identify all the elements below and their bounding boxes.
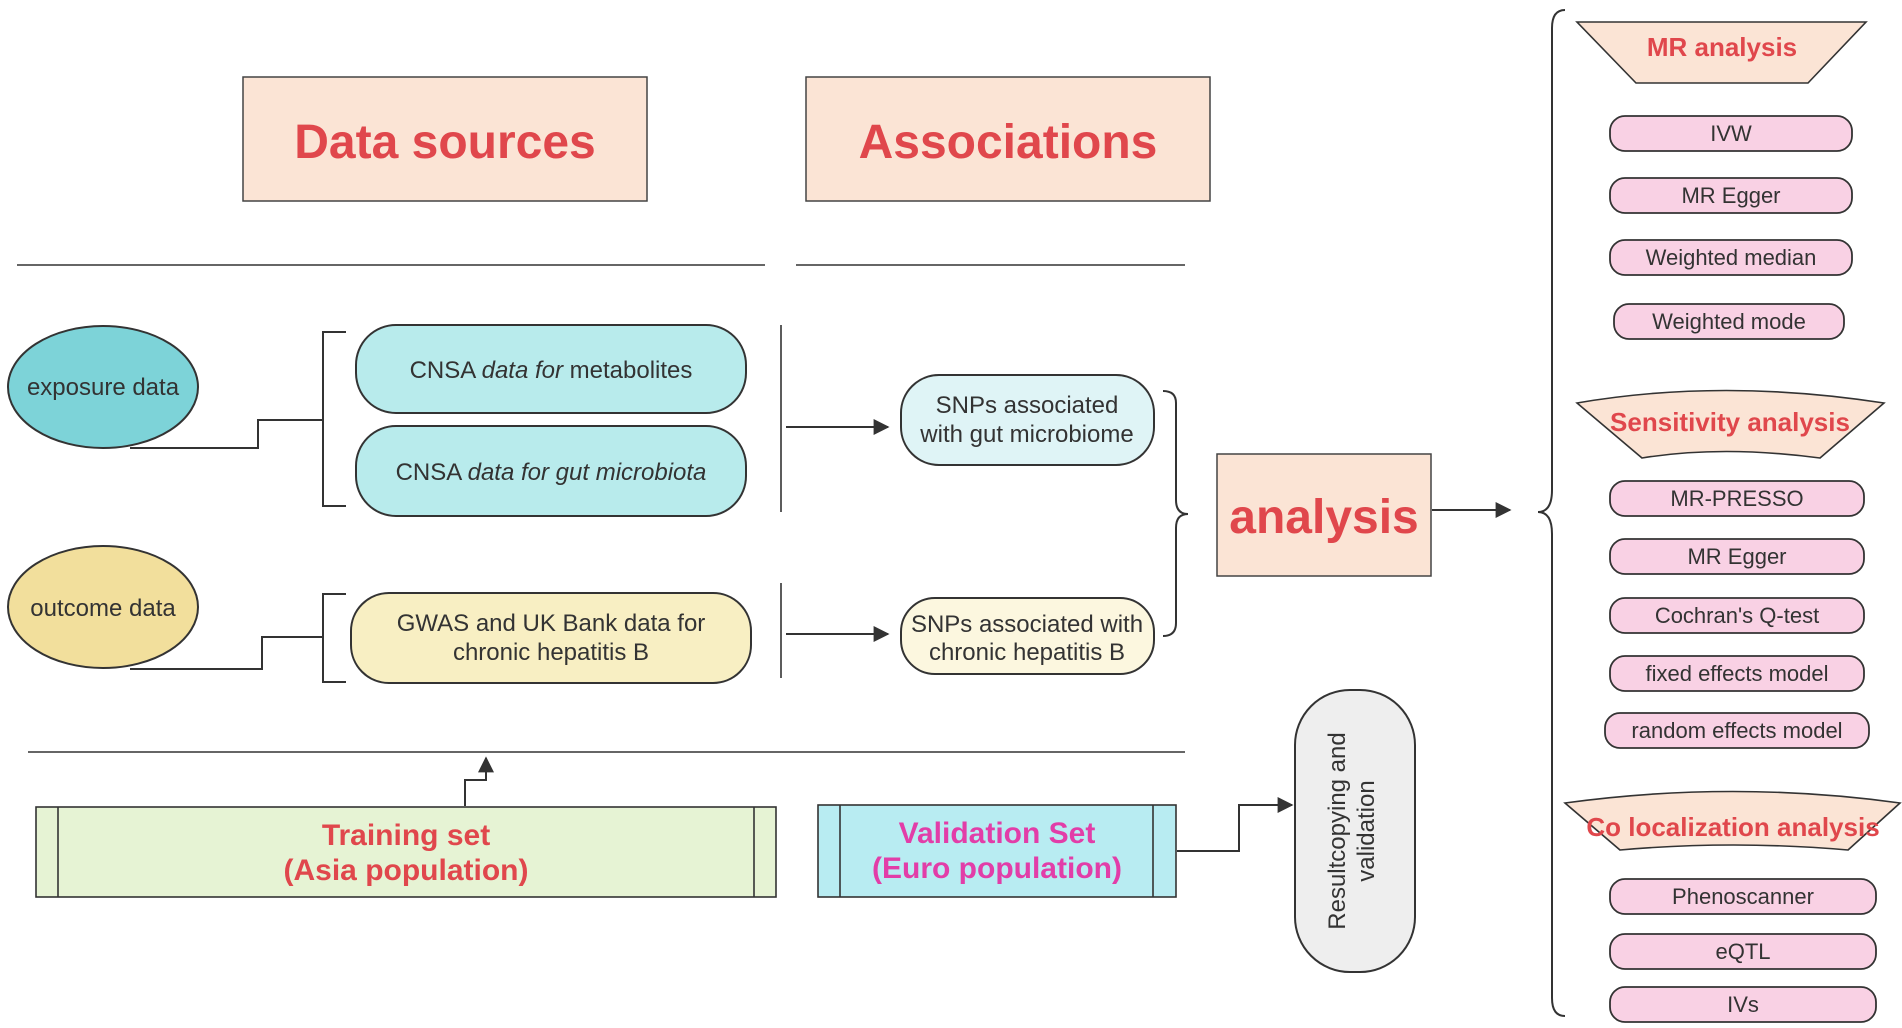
snps-hep-line2: chronic hepatitis B	[929, 639, 1125, 666]
snps-brace	[1162, 390, 1189, 637]
svg-text:CNSA data for gut microbiota: CNSA data for gut microbiota	[396, 459, 707, 486]
validation-set-title: Validation Set	[899, 817, 1096, 850]
svg-text:Phenoscanner: Phenoscanner	[1672, 884, 1814, 909]
snps-gut-line2: with gut microbiome	[919, 421, 1133, 448]
mr-ivw-pill: IVW	[1609, 115, 1853, 152]
svg-text:outcome data: outcome data	[30, 595, 176, 622]
gut-microbiota-source-box: CNSA data for gut microbiota	[355, 425, 747, 517]
outcome-connector	[130, 636, 323, 670]
svg-text:eQTL: eQTL	[1715, 939, 1770, 964]
svg-text:Weighted median: Weighted median	[1646, 245, 1817, 270]
training-set-title: Training set	[322, 819, 490, 852]
associations-header: Associations	[805, 76, 1211, 202]
sens-mr-egger-pill: MR Egger	[1609, 538, 1865, 575]
sens-mr-presso-pill: MR-PRESSO	[1609, 480, 1865, 517]
svg-text:MR Egger: MR Egger	[1687, 544, 1786, 569]
sens-fixed-effects-pill: fixed effects model	[1609, 655, 1865, 692]
result-validation-line2: validation	[1353, 780, 1380, 881]
exposure-connector	[130, 419, 323, 449]
result-validation-line1: Resultcopying and	[1324, 732, 1351, 929]
exposure-data-node: exposure data	[7, 325, 199, 449]
svg-text:IVs: IVs	[1727, 992, 1759, 1017]
outcome-bracket	[322, 593, 346, 683]
analysis-box: analysis	[1216, 453, 1432, 577]
metabolites-prefix: CNSA	[410, 357, 482, 384]
snps-gut-box: SNPs associated with gut microbiome	[900, 374, 1155, 466]
snps-hep-box: SNPs associated with chronic hepatitis B	[900, 597, 1155, 675]
validation-arrow	[1177, 797, 1294, 852]
sens-cochran-pill: Cochran's Q-test	[1609, 597, 1865, 634]
colocalization-analysis-header: Co localization analysis	[1563, 790, 1902, 851]
snps-hep-line1: SNPs associated with	[911, 611, 1143, 638]
exposure-bracket	[322, 331, 346, 507]
validation-set-subtitle: (Euro population)	[872, 852, 1122, 885]
gut-prefix: CNSA	[396, 459, 468, 486]
coloc-phenoscanner-pill: Phenoscanner	[1609, 878, 1877, 915]
associations-title: Associations	[859, 116, 1158, 169]
result-validation-box: Resultcopying and validation	[1294, 689, 1416, 973]
svg-text:exposure data: exposure data	[27, 374, 180, 401]
data-sources-title: Data sources	[294, 116, 595, 169]
data-sources-header: Data sources	[242, 76, 648, 202]
gwas-source-box: GWAS and UK Bank data for chronic hepati…	[350, 592, 752, 684]
coloc-eqtl-pill: eQTL	[1609, 933, 1877, 970]
gwas-line2: chronic hepatitis B	[453, 639, 649, 666]
svg-text:MR-PRESSO: MR-PRESSO	[1670, 486, 1803, 511]
metabolites-suffix: metabolites	[563, 357, 692, 384]
colocalization-analysis-title: Co localization analysis	[1586, 812, 1879, 842]
svg-text:Cochran's Q-test: Cochran's Q-test	[1655, 603, 1819, 628]
mr-egger-pill: MR Egger	[1609, 177, 1853, 214]
mr-analysis-title: MR analysis	[1647, 32, 1797, 62]
metabolites-source-box: CNSA data for metabolites	[355, 324, 747, 414]
training-up-arrow	[464, 756, 494, 806]
svg-text:CNSA data for metabolites: CNSA data for metabolites	[410, 357, 693, 384]
mr-analysis-header: MR analysis	[1575, 21, 1868, 84]
gut-italic: data for gut microbiota	[468, 459, 707, 486]
methods-brace	[1537, 9, 1566, 1017]
svg-text:fixed effects model: fixed effects model	[1645, 661, 1828, 686]
svg-text:IVW: IVW	[1710, 121, 1752, 146]
coloc-ivs-pill: IVs	[1609, 986, 1877, 1023]
sensitivity-analysis-title: Sensitivity analysis	[1610, 407, 1850, 437]
sens-random-effects-pill: random effects model	[1604, 712, 1870, 749]
training-set-bar: Training set (Asia population)	[35, 806, 777, 898]
mr-weighted-mode-pill: Weighted mode	[1613, 303, 1845, 340]
svg-text:MR Egger: MR Egger	[1681, 183, 1780, 208]
gwas-line1: GWAS and UK Bank data for	[397, 610, 706, 637]
svg-text:random effects model: random effects model	[1631, 718, 1842, 743]
validation-set-bar: Validation Set (Euro population)	[817, 804, 1177, 898]
metabolites-italic: data for	[482, 357, 564, 384]
training-set-subtitle: (Asia population)	[284, 854, 529, 887]
mr-weighted-median-pill: Weighted median	[1609, 239, 1853, 276]
analysis-title: analysis	[1229, 491, 1418, 544]
svg-text:Weighted mode: Weighted mode	[1652, 309, 1806, 334]
snps-gut-line1: SNPs associated	[936, 392, 1119, 419]
outcome-data-node: outcome data	[7, 545, 199, 669]
sensitivity-analysis-header: Sensitivity analysis	[1575, 389, 1886, 459]
